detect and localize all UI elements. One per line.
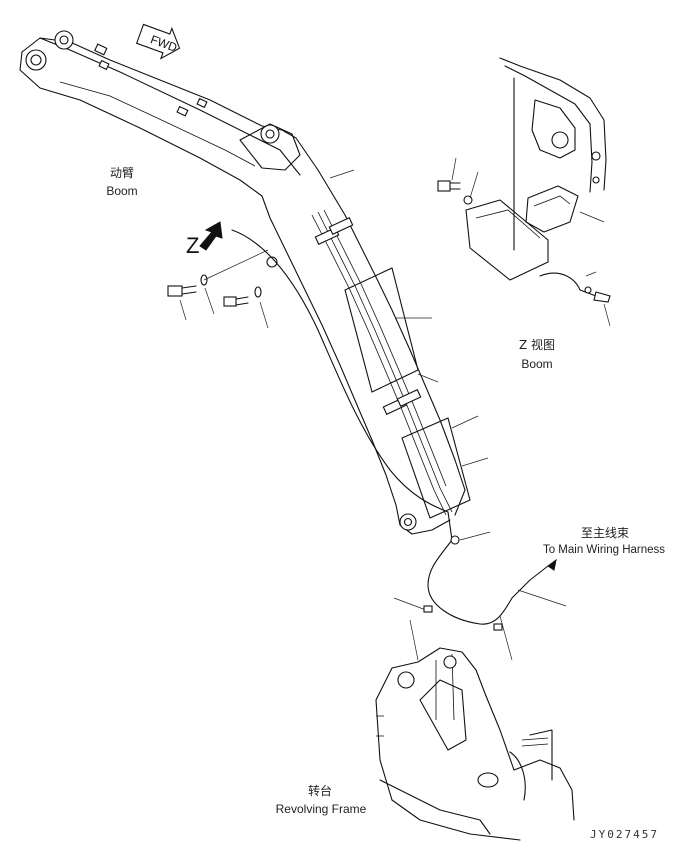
boom-body: [19, 30, 471, 535]
frame-label-cn: 转台: [307, 784, 332, 798]
frame-label-en: Revolving Frame: [275, 802, 367, 816]
z-view-title-en: Boom: [521, 357, 553, 371]
boom-leader-lines: [329, 169, 489, 467]
revolving-frame: [375, 647, 575, 841]
boom-top-label-en: Boom: [106, 184, 138, 198]
harness-label-en: To Main Wiring Harness: [542, 544, 666, 556]
drawing-code: JY027457: [590, 828, 659, 841]
boom-top-label-cn: 动臂: [109, 166, 134, 180]
view-direction-arrow-icon: [199, 221, 223, 251]
harness-route: [393, 511, 567, 661]
z-view-detail: [437, 57, 611, 327]
fwd-arrow-icon: FWD: [135, 23, 181, 60]
harness-direction-arrow-icon: [547, 558, 557, 571]
bolt-washer-set-left: [167, 249, 269, 329]
harness-label-cn: 至主线束: [580, 526, 629, 540]
z-view-title-cn: Z 视图: [518, 338, 556, 352]
view-z-letter: Z: [186, 233, 200, 258]
